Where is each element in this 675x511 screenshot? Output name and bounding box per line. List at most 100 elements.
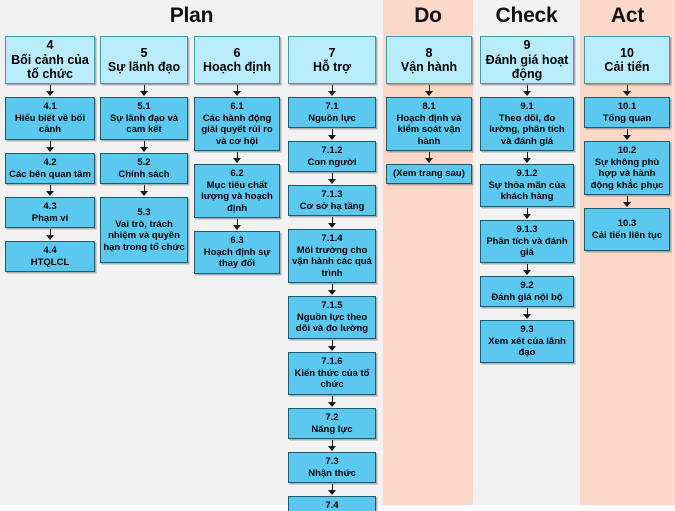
node-number: 7.1.5 <box>321 300 343 312</box>
node-label: Tổng quan <box>602 112 652 124</box>
node-number: 9.1 <box>520 101 534 112</box>
node-number: 4.1 <box>43 101 57 113</box>
node-number: 7.1 <box>325 101 339 112</box>
node-label: Năng lực <box>311 423 353 435</box>
node-number: 7.1.6 <box>321 356 343 368</box>
node-label: Kiến thức của tổ chức <box>294 367 370 391</box>
node-7.4[interactable]: 7.4Truyền thông <box>288 496 376 511</box>
node-number: 9.2 <box>520 280 534 291</box>
node-label: (Xem trang sau) <box>393 168 465 180</box>
node-label: Cơ sở hạ tầng <box>299 200 365 212</box>
node-label: Vận hành <box>400 60 458 74</box>
node-label: Đánh giá nội bộ <box>491 291 563 303</box>
node-label: Vai trò, trách nhiệm và quyền hạn trong … <box>103 218 185 253</box>
node-number: 10 <box>620 45 634 60</box>
node-number: 10.2 <box>617 145 637 156</box>
node-label: Hiểu biết về bối cảnh <box>14 112 86 136</box>
node-number: 7.4 <box>325 500 339 511</box>
node-label: Hỗ trợ <box>312 60 352 74</box>
node-label: Nhận thức <box>308 467 356 479</box>
node-label: Các hành động giải quyết rủi ro và cơ hộ… <box>201 112 273 147</box>
node-label: Các bên quan tâm <box>9 168 91 180</box>
node-number: 6 <box>233 45 241 60</box>
node-label: Hoạch định <box>202 60 272 74</box>
node-label: Cải tiến liên tục <box>591 229 663 241</box>
node-label: Hoạch định và kiểm soát vận hành <box>396 112 462 147</box>
node-label: Sự không phù hợp và hành động khắc phục <box>590 156 664 191</box>
node-number: 7.1.3 <box>321 189 343 200</box>
node-number: 7.1.2 <box>321 145 343 156</box>
band-act <box>580 0 675 505</box>
node-number: 7.3 <box>325 456 339 467</box>
node-label: Theo dõi, đo lường, phân tích và đánh gi… <box>489 112 565 147</box>
node-label: Phân tích và đánh giá <box>486 235 568 259</box>
node-label: Bối cảnh của tổ chức <box>11 52 89 82</box>
node-number: 6.1 <box>230 101 244 112</box>
node-number: 5.1 <box>137 101 151 113</box>
node-label: Đánh giá hoạt động <box>485 52 569 82</box>
node-label: Xem xét của lãnh đạo <box>488 335 566 359</box>
node-label: Chính sách <box>118 168 170 180</box>
node-label: Mục tiêu chất lượng và hoạch định <box>201 179 273 214</box>
node-label: Con người <box>307 156 357 168</box>
node-number: 4.4 <box>43 245 57 256</box>
band-title-do: Do <box>414 4 442 27</box>
node-number: 6.2 <box>230 168 244 179</box>
node-number: 9.1.3 <box>516 224 538 236</box>
node-number: 5.2 <box>137 157 151 168</box>
node-number: 7 <box>328 45 336 60</box>
node-label: Môi trường cho vận hành các quá trình <box>292 244 372 279</box>
node-label: Sự lãnh đạo <box>107 60 181 74</box>
node-number: 5 <box>140 45 148 60</box>
band-title-check: Check <box>495 4 558 27</box>
node-label: Nguồn lực <box>308 112 356 124</box>
node-label: Nguồn lực theo dõi và đo lường <box>295 311 369 335</box>
node-number: 4.3 <box>43 201 57 212</box>
node-8-note[interactable]: (Xem trang sau) <box>386 164 472 184</box>
band-title-act: Act <box>610 4 645 27</box>
node-label: Sự lãnh đạo và cam kết <box>109 112 179 136</box>
node-number: 9.3 <box>520 324 534 336</box>
node-label: HTQLCL <box>30 256 70 268</box>
node-number: 5.3 <box>137 207 151 218</box>
node-number: 8 <box>425 45 433 60</box>
node-label: Sự thỏa mãn của khách hàng <box>488 179 566 203</box>
node-label: Phạm vi <box>31 212 69 224</box>
node-number: 4 <box>46 38 54 53</box>
node-number: 9.1.2 <box>516 168 538 180</box>
